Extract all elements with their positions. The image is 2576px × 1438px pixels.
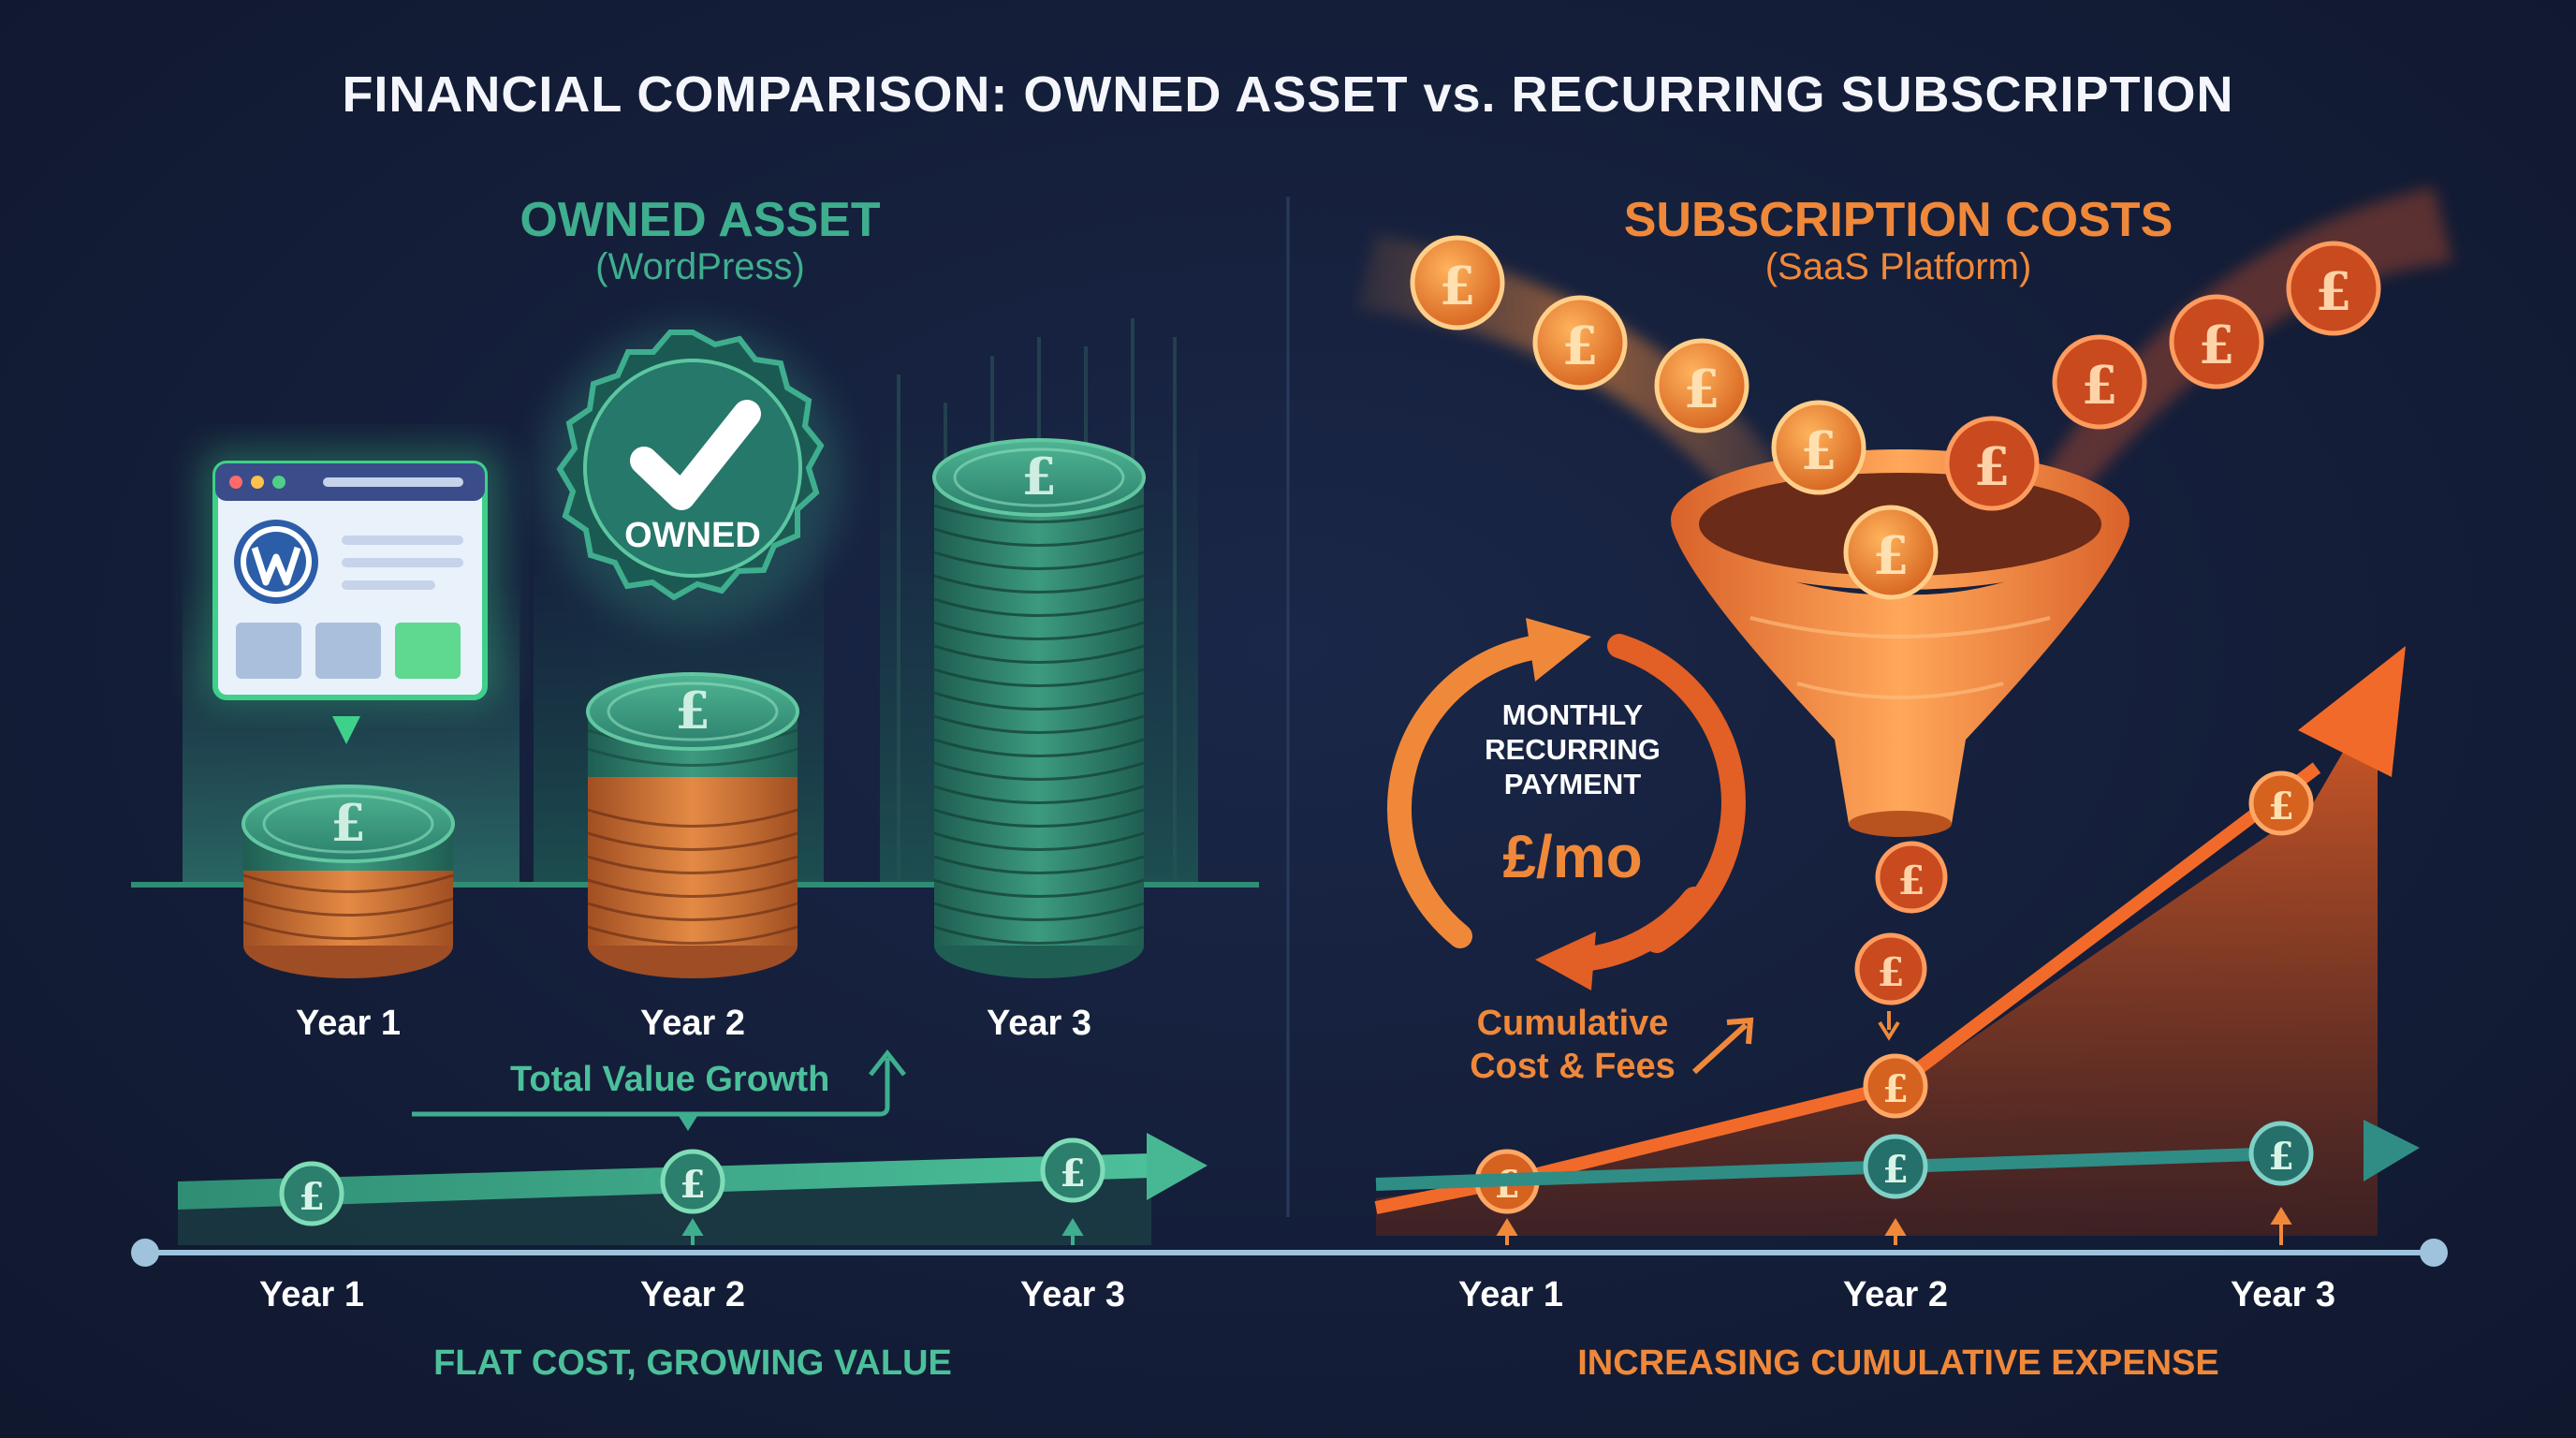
svg-text:£: £: [1060, 1152, 1086, 1196]
cumulative-cost-line: [1374, 646, 2406, 1214]
subscription-subheading: (SaaS Platform): [1764, 246, 2032, 287]
right-flat-coins: £ £: [1863, 1121, 2314, 1199]
left-timeline-ticks: [681, 1218, 1084, 1245]
owned-badge: [543, 328, 842, 627]
svg-text:£: £: [1974, 436, 2011, 498]
page-title: FINANCIAL COMPARISON: OWNED ASSET vs. RE…: [342, 66, 2234, 123]
right-timeline-year-1: Year 1: [1458, 1275, 1563, 1314]
cumulative-label-line-2: Cost & Fees: [1470, 1047, 1676, 1086]
svg-text:£: £: [1897, 858, 1925, 903]
cumulative-area: [1376, 693, 2378, 1236]
subscription-heading: SUBSCRIPTION COSTS: [1623, 193, 2174, 247]
svg-text:£: £: [1882, 1067, 1909, 1111]
cumulative-pointer-arrow: [1691, 1017, 1754, 1075]
check-icon: [630, 400, 761, 510]
svg-text:£: £: [1562, 315, 1599, 377]
left-caption: FLAT COST, GROWING VALUE: [433, 1343, 952, 1383]
stack-year-2-label: Year 2: [640, 1004, 745, 1043]
coin-stack-year-3: £: [932, 438, 1146, 978]
right-caption: INCREASING CUMULATIVE EXPENSE: [1577, 1343, 2219, 1383]
coin-stack-year-2: £: [586, 672, 799, 978]
cumulative-label-line-1: Cumulative: [1476, 1004, 1669, 1043]
wordpress-logo-icon: [234, 520, 318, 604]
owned-badge-label: OWNED: [624, 516, 761, 555]
left-timeline-year-2: Year 2: [640, 1275, 745, 1314]
left-timeline-year-1: Year 1: [259, 1275, 364, 1314]
svg-text:£: £: [1873, 525, 1910, 587]
left-timeline-year-3: Year 3: [1020, 1275, 1125, 1314]
svg-text:£: £: [299, 1175, 325, 1219]
cycle-line-2: RECURRING: [1485, 733, 1661, 766]
recurring-cycle-icon: [1387, 618, 1746, 990]
left-timeline-coins: £ £ £: [279, 1137, 1105, 1226]
svg-text:£: £: [1440, 256, 1476, 317]
svg-text:£: £: [2082, 355, 2118, 417]
cost-line-coins: £ £ £: [1474, 770, 2314, 1214]
svg-text:£: £: [1882, 1148, 1909, 1192]
svg-text:£: £: [675, 681, 710, 741]
browser-pointer-icon: [332, 716, 360, 744]
total-value-growth-label: Total Value Growth: [510, 1060, 830, 1099]
growth-connector: [412, 1049, 906, 1117]
svg-text:£: £: [1021, 447, 1057, 506]
coin-stack-year-1: £: [242, 785, 455, 978]
stack-year-1-label: Year 1: [296, 1004, 401, 1043]
right-timeline-ticks: [1496, 1207, 2292, 1245]
svg-text:£: £: [330, 793, 366, 853]
right-timeline-year-3: Year 3: [2231, 1275, 2335, 1314]
cycle-price: £/mo: [1502, 823, 1643, 890]
owned-asset-subheading: (WordPress): [595, 246, 805, 287]
svg-text:£: £: [2268, 1135, 2294, 1179]
cycle-line-1: MONTHLY: [1501, 698, 1644, 731]
svg-text:£: £: [1877, 949, 1904, 995]
svg-text:£: £: [1684, 359, 1720, 420]
right-flat-line: [1375, 1120, 2420, 1191]
stack-year-3-label: Year 3: [987, 1004, 1091, 1043]
monthly-payment-text: MONTHLY RECURRING PAYMENT: [1442, 697, 1704, 801]
svg-text:£: £: [2199, 315, 2235, 376]
svg-text:£: £: [680, 1163, 706, 1207]
main-timeline: [131, 1239, 2448, 1267]
falling-coins: £ £ £ £ £ £ £ £ £ £ £: [1410, 235, 2381, 1041]
cycle-line-3: PAYMENT: [1503, 768, 1642, 800]
svg-text:£: £: [2316, 261, 2352, 323]
wordpress-browser-window: [201, 449, 501, 744]
svg-text:£: £: [2268, 785, 2294, 829]
owned-asset-heading: OWNED ASSET: [520, 193, 881, 247]
svg-text:£: £: [1801, 420, 1837, 482]
right-timeline-year-2: Year 2: [1843, 1275, 1948, 1314]
